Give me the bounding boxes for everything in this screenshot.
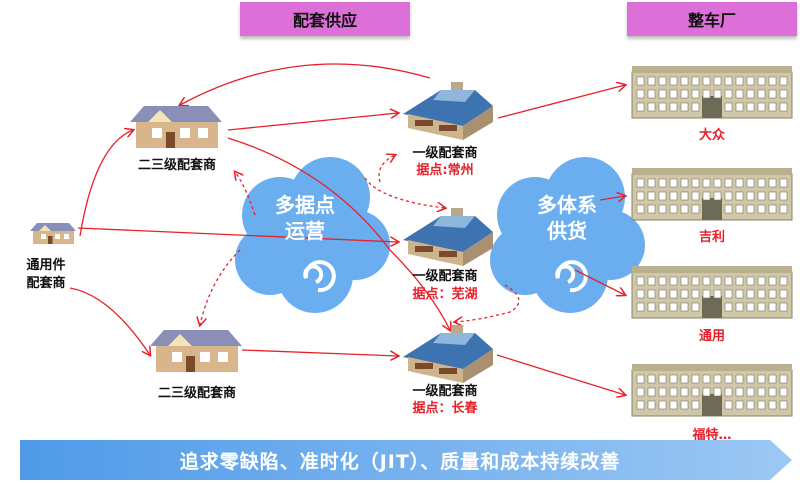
tier1-supplier-house-icon [403,82,493,140]
tier1-label: 一级配套商 [412,384,478,399]
tier1-supplier-house-icon [403,325,493,383]
cloud-right-line2: 供货 [547,219,587,243]
factory-icon [631,363,793,417]
generic-supplier-house-icon [30,223,76,244]
oem-label: 吉利 [698,230,726,245]
cloud-left-line1: 多据点 [275,193,335,217]
tier2-supplier-house-icon [150,330,242,372]
tier2-supplier-house-icon [130,106,222,148]
header-oem: 整车厂 [627,2,797,36]
factory-icon [631,65,793,119]
factory-icon [631,167,793,221]
swirl-icon [303,260,336,293]
generic-label-2: 配套商 [26,276,66,291]
tier2-top-label: 二三级配套商 [137,158,217,173]
cloud-left-text: 多据点运营 [275,192,335,244]
cloud-right-line1: 多体系 [537,193,597,217]
tier1-site: 据点：芜湖 [412,287,478,302]
tier1-site: 据点:常州 [416,163,474,178]
tier1-site: 据点：长春 [412,401,478,416]
swirl-icon [555,260,588,293]
oem-label: 通用 [698,329,726,344]
tier1-label: 一级配套商 [412,269,478,284]
cloud-left-line2: 运营 [285,219,325,243]
tier1-label: 一级配套商 [412,146,478,161]
generic-label-1: 通用件 [26,258,66,273]
header-supply: 配套供应 [240,2,410,36]
tier2-bottom-label: 二三级配套商 [157,386,237,401]
oem-label: 福特… [692,428,732,443]
factory-icon [631,265,793,319]
flow-arrows [69,63,625,395]
oem-label: 大众 [698,128,726,143]
banner-arrow [20,440,792,480]
cloud-right-text: 多体系供货 [537,192,597,244]
banner-text: 追求零缺陷、准时化（JIT）、质量和成本持续改善 [179,450,621,473]
tier1-supplier-house-icon [403,208,493,266]
